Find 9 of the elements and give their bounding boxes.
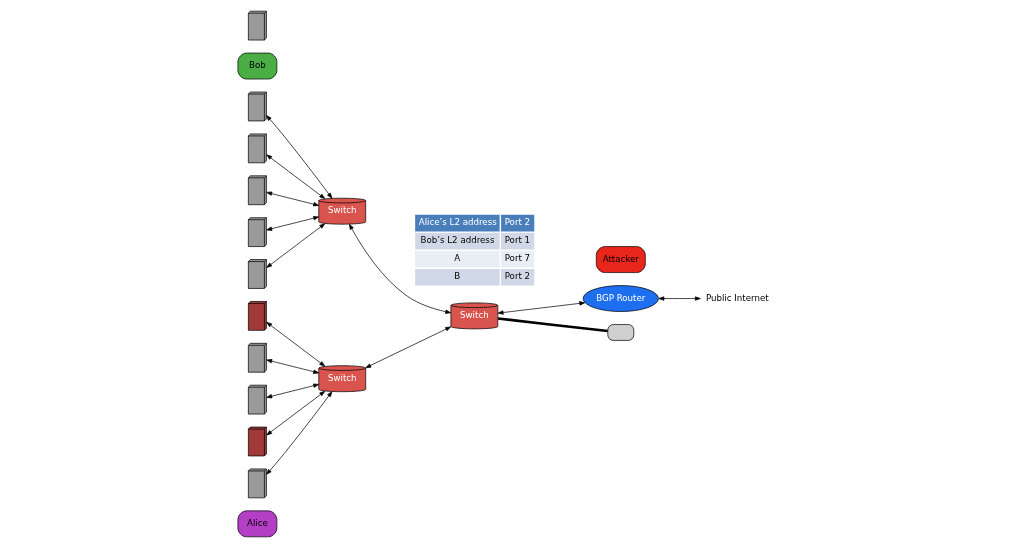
label: Port 1: [504, 235, 530, 246]
label: A: [453, 253, 460, 264]
label: Port 7: [504, 253, 530, 264]
label: Bob’s L2 address: [420, 235, 494, 246]
label: Alice’s L2 address: [418, 217, 497, 228]
label: B: [453, 271, 460, 282]
label: Port 2: [504, 217, 530, 228]
node-text: Public Internet: [705, 292, 769, 303]
label: Port 2: [504, 271, 530, 282]
